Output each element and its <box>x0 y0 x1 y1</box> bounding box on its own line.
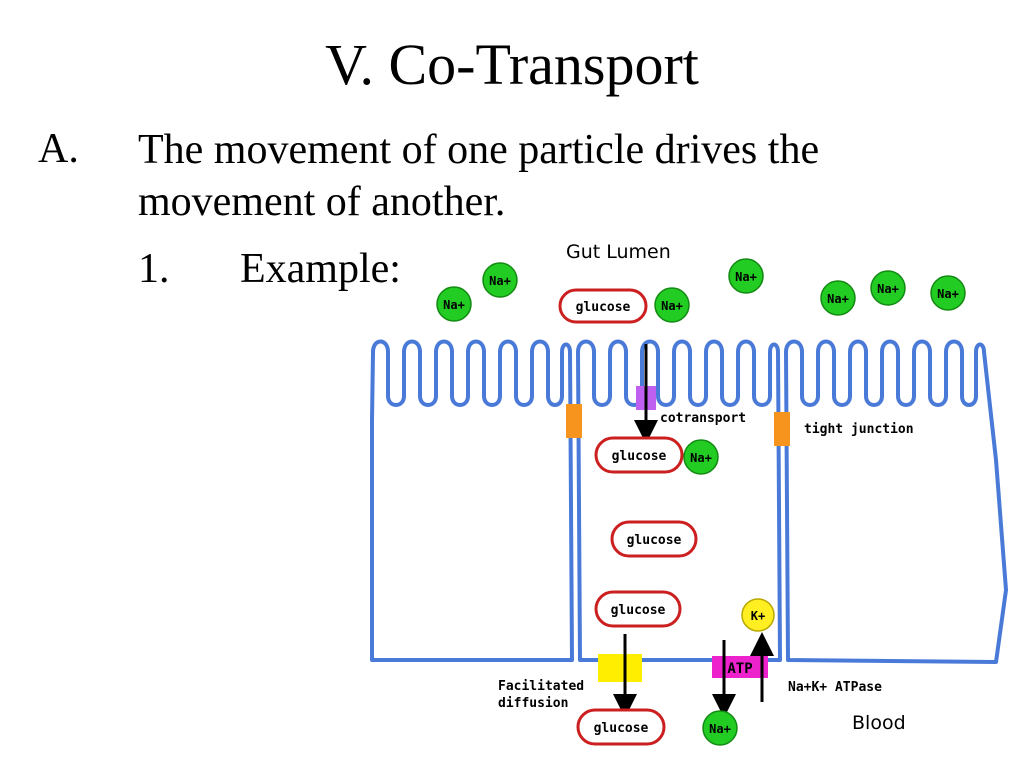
cell-right-membrane <box>784 339 1008 664</box>
tight-junction-right <box>774 412 790 446</box>
sodium-ion-6: Na+ <box>870 270 906 306</box>
sodium-ion-9: Na+ <box>702 710 738 746</box>
sodium-ion-4: Na+ <box>728 258 764 294</box>
sodium-label: Na+ <box>877 282 899 296</box>
sodium-label: Na+ <box>709 722 731 736</box>
sodium-label: Na+ <box>937 287 959 301</box>
sodium-ion-5: Na+ <box>820 280 856 316</box>
bullet-a-text: The movement of one particle drives the … <box>138 127 820 225</box>
sodium-label: Na+ <box>735 270 757 284</box>
tight-junction-left <box>566 404 582 438</box>
sodium-label: Na+ <box>443 298 465 312</box>
sodium-ion-8: Na+ <box>683 439 719 475</box>
atpase-label: Na+K+ ATPase <box>788 680 882 695</box>
glucose-label: glucose <box>576 300 631 315</box>
bullet-1-text: Example: <box>240 246 401 292</box>
potassium-label: K+ <box>751 609 765 623</box>
sodium-ion-3: Na+ <box>654 287 690 323</box>
cell-middle-membrane <box>576 339 782 662</box>
facilitated-label-line2: diffusion <box>498 696 568 711</box>
glucose-label: glucose <box>594 721 649 736</box>
sodium-label: Na+ <box>690 451 712 465</box>
sodium-label: Na+ <box>827 292 849 306</box>
glucose-label: glucose <box>611 603 666 618</box>
potassium-ion: K+ <box>741 598 775 632</box>
facilitated-channel <box>598 654 642 682</box>
sodium-ion-7: Na+ <box>930 275 966 311</box>
sodium-ion-1: Na+ <box>436 286 472 322</box>
atp-label: ATP <box>727 661 752 677</box>
glucose-label: glucose <box>612 449 667 464</box>
glucose-lumen: glucose <box>558 288 648 324</box>
glucose-blood: glucose <box>576 708 666 746</box>
gut-lumen-label: Gut Lumen <box>566 241 671 263</box>
slide-title: V. Co-Transport <box>325 32 699 97</box>
bullet-1-marker: 1. <box>138 246 170 292</box>
bullet-a-marker: A. <box>38 126 79 172</box>
glucose-cell-2: glucose <box>610 520 698 558</box>
sodium-label: Na+ <box>661 299 683 313</box>
glucose-label: glucose <box>627 533 682 548</box>
cell-left-membrane <box>370 339 574 662</box>
cotransport-label: cotransport <box>660 411 746 426</box>
facilitated-label-line1: Facilitated <box>498 679 584 694</box>
glucose-cell-3: glucose <box>594 590 682 628</box>
blood-label: Blood <box>852 712 906 734</box>
tight-junction-label: tight junction <box>804 422 914 437</box>
sodium-label: Na+ <box>489 274 511 288</box>
atp-pump <box>712 656 768 678</box>
sodium-ion-2: Na+ <box>482 262 518 298</box>
glucose-cell-1: glucose <box>594 436 684 474</box>
